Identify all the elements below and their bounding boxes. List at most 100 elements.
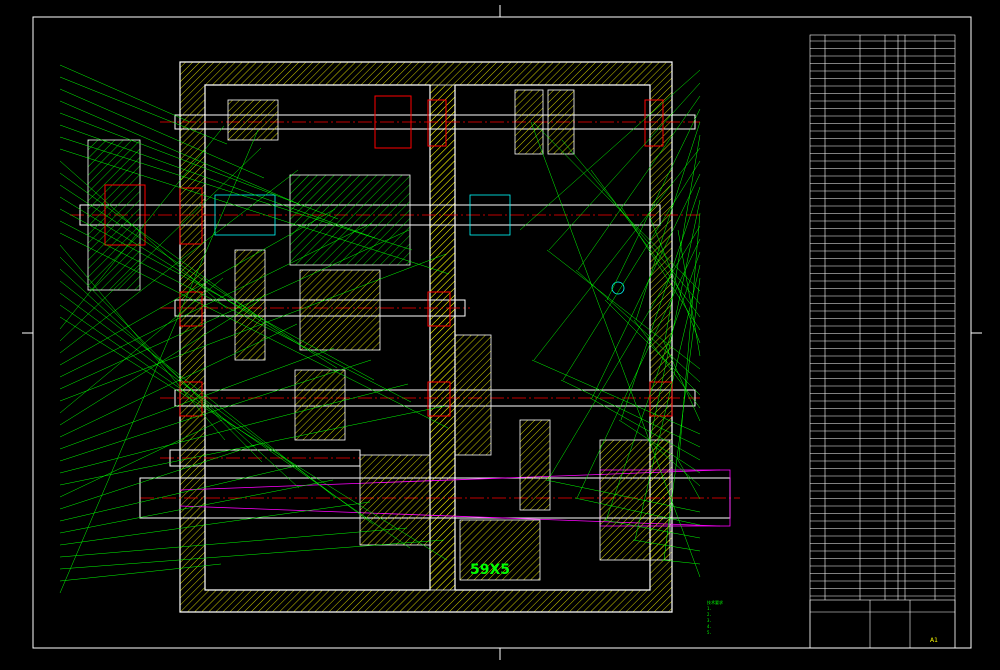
notes-heading: 技术要求: [707, 600, 723, 605]
leader-line: [562, 160, 701, 381]
leader-line: [676, 457, 701, 500]
clutch-assembly: [289, 174, 411, 266]
leader-line: [678, 212, 701, 459]
leader-line: [531, 359, 701, 435]
leader-line: [59, 347, 335, 450]
leader-line: [59, 222, 373, 378]
sheet-number: A1: [930, 637, 938, 644]
leader-line: [59, 292, 374, 525]
note-1: 1.: [707, 606, 712, 611]
gear-d: [234, 249, 266, 361]
technical-notes: 技术要求 1. 2. 3. 4. 5.: [707, 600, 723, 636]
leader-line: [59, 232, 449, 429]
note-4: 4.: [707, 624, 712, 629]
gear-c: [547, 89, 575, 155]
leader-line: [59, 256, 263, 463]
leader-line: [59, 125, 225, 330]
leader-line: [59, 184, 301, 345]
leader-line: [603, 519, 701, 539]
section-details: [214, 194, 625, 295]
leader-line: [677, 229, 701, 357]
leader-line: [548, 82, 701, 251]
title-block: [809, 599, 956, 649]
note-5: 5.: [707, 630, 712, 635]
front-bearing-housing: [599, 439, 671, 561]
leader-line: [59, 220, 412, 403]
leader-line: [633, 319, 701, 409]
leader-line: [59, 208, 375, 381]
leader-line: [546, 249, 701, 370]
leader-line: [532, 121, 701, 292]
gear-i: [459, 519, 541, 581]
gearbox-housing: [179, 61, 673, 613]
leader-line: [605, 251, 701, 521]
leader-line: [530, 121, 701, 578]
leader-line: [59, 76, 228, 145]
leader-line: [59, 323, 298, 438]
housing-middle-wall: [429, 84, 456, 591]
note-2: 2.: [707, 612, 712, 617]
shaft-4: [174, 389, 696, 407]
leader-line: [590, 169, 701, 318]
leader-line: [662, 339, 701, 422]
leader-line: [59, 112, 339, 220]
leader-line: [519, 69, 701, 231]
leader-line: [59, 253, 447, 402]
leader-line: [59, 148, 450, 275]
note-3: 3.: [707, 618, 712, 623]
leader-line: [620, 186, 701, 421]
leader-line: [545, 479, 701, 513]
leader-line: [604, 299, 701, 396]
leader-line: [59, 136, 413, 251]
sheet-frame: [22, 5, 982, 660]
leader-line: [663, 277, 701, 561]
leader-line: [59, 147, 262, 342]
leader-line: [59, 304, 411, 549]
leader-line: [59, 208, 336, 366]
leader-line: [575, 269, 701, 383]
leader-line: [577, 95, 701, 271]
leader-line: [533, 147, 701, 361]
leader-line: [59, 479, 334, 534]
leader-line: [59, 316, 448, 561]
leader-line: [634, 264, 701, 541]
leader-line: [59, 539, 445, 570]
pulley: [87, 139, 141, 291]
leader-line: [591, 173, 701, 399]
gear-h: [519, 419, 551, 511]
leader-line: [648, 214, 701, 344]
leader-line: [606, 108, 701, 301]
leader-line: [59, 244, 226, 441]
leader-line: [661, 559, 701, 565]
leader-line: [59, 100, 302, 206]
rear-bearing-housing: [359, 454, 431, 546]
gear-g: [454, 334, 492, 456]
leader-line: [632, 539, 701, 552]
leader-line: [59, 383, 409, 474]
leader-line: [560, 379, 701, 448]
leader-line: [59, 129, 259, 594]
leader-line: [635, 121, 701, 321]
leader-line: [59, 64, 191, 123]
leader-lines: [59, 64, 701, 594]
leader-line: [618, 419, 701, 474]
leader-line: [59, 124, 376, 239]
leader-line: [59, 405, 446, 486]
gear-b: [514, 89, 544, 155]
bom-table: [809, 34, 956, 649]
bom-rows: [810, 40, 955, 597]
leader-line: [59, 88, 265, 179]
gear-a: [227, 99, 279, 141]
leader-line: [59, 465, 297, 522]
leader-line: [647, 439, 701, 487]
leader-line: [59, 563, 222, 582]
leader-line: [59, 277, 224, 414]
leader-line: [664, 134, 701, 341]
shaft-1: [174, 114, 696, 130]
gears: [87, 89, 671, 581]
leader-line: [59, 196, 338, 369]
leader-line: [59, 280, 337, 499]
leader-line: [59, 359, 372, 462]
